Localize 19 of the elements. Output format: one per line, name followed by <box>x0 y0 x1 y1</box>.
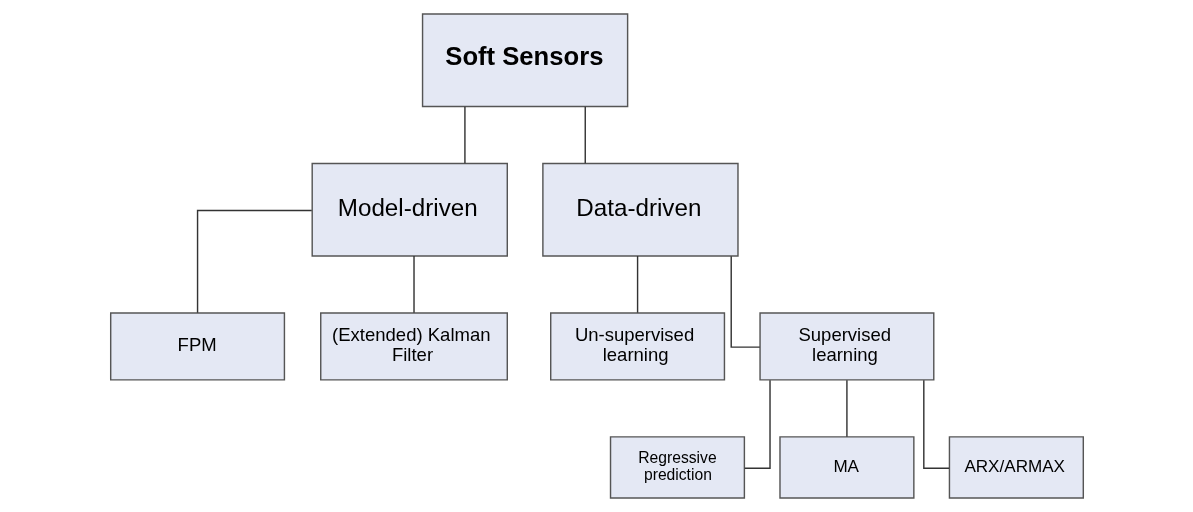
node-box: ARX/ARMAX <box>948 436 1084 499</box>
node-box: Regressive prediction <box>609 436 745 499</box>
connector <box>196 209 312 314</box>
node-box: Model-driven <box>311 162 508 257</box>
connector <box>845 379 848 438</box>
connector <box>730 255 760 348</box>
node-box: Data-driven <box>541 162 739 257</box>
connector <box>636 255 638 314</box>
connector <box>412 255 415 314</box>
node-box: Soft Sensors <box>421 13 628 108</box>
node-box: Supervised learning <box>758 312 934 381</box>
node-box: Un-supervised learning <box>549 312 725 381</box>
node-box: (Extended) Kalman Filter <box>319 312 508 381</box>
connector <box>463 106 466 164</box>
node-box: FPM <box>109 312 285 381</box>
connector <box>922 379 950 469</box>
node-box: MA <box>778 436 915 499</box>
connector <box>743 379 771 469</box>
connector <box>584 106 586 164</box>
